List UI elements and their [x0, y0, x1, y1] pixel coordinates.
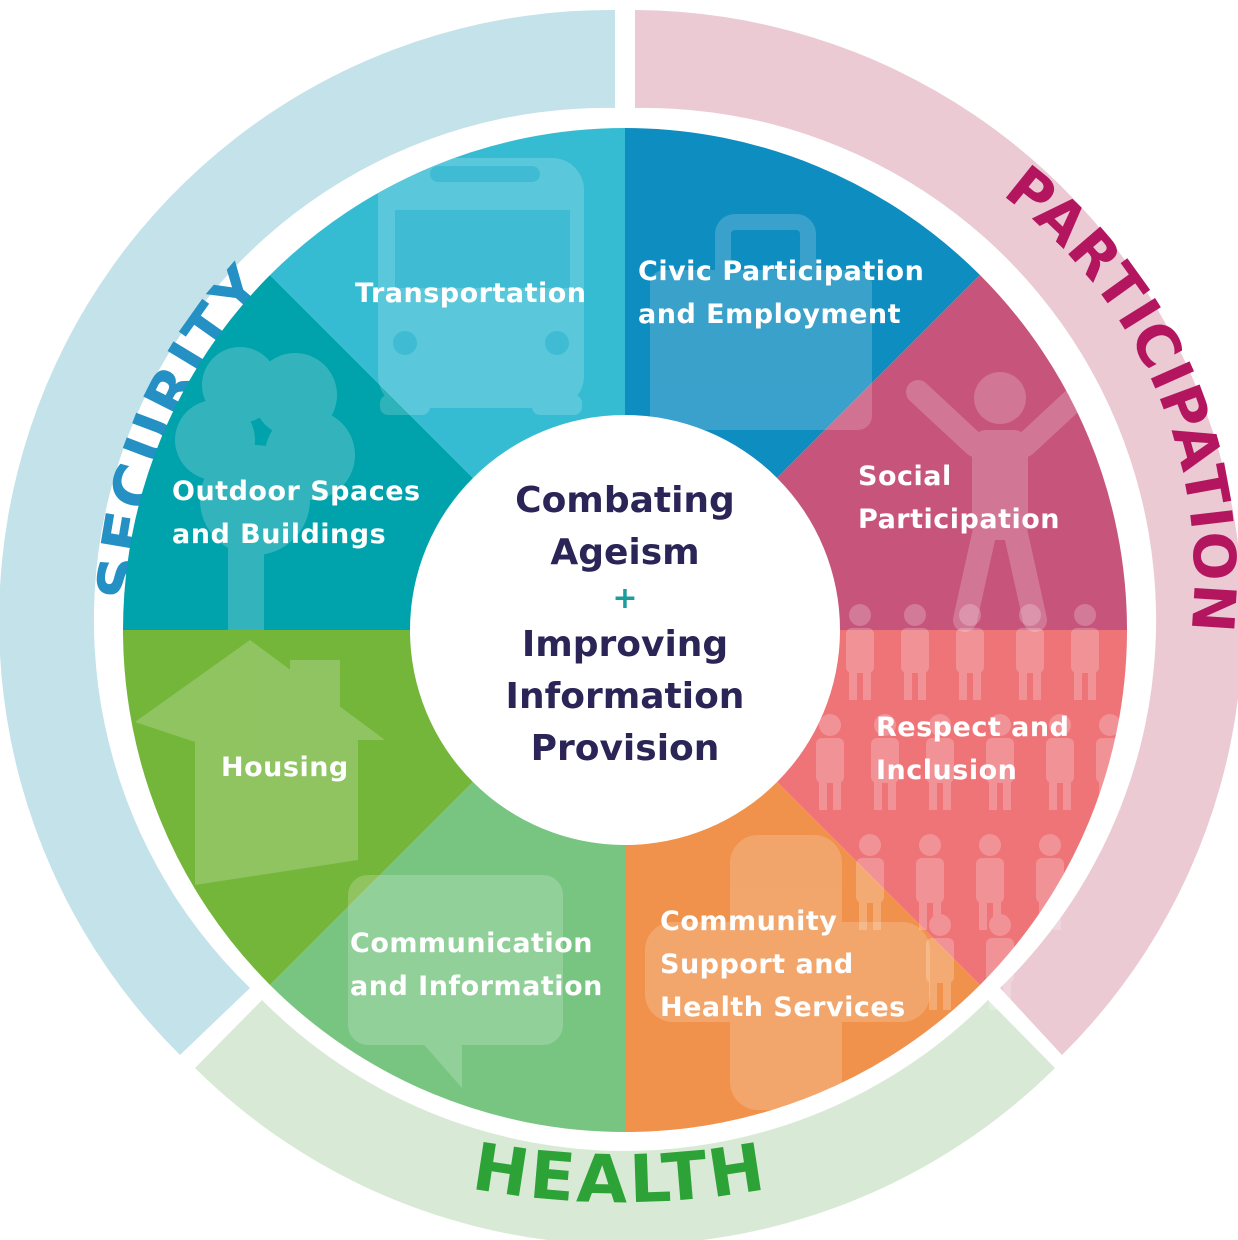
health-label: HEALTH: [468, 1128, 772, 1218]
tree-icon: [175, 347, 355, 630]
outer-ring: [0, 9, 1238, 1240]
people-icon: [816, 604, 1124, 1010]
center-line-4: Information: [505, 676, 745, 717]
participation-band: [635, 10, 1238, 1055]
segment-icons: [135, 158, 1124, 1110]
segment-label-civic-participation: Civic Participation and Employment: [638, 256, 925, 330]
center-line-5: Provision: [530, 728, 720, 769]
health-band: [195, 1000, 1055, 1240]
center-title: Combating Ageism + Improving Information…: [410, 475, 840, 775]
security-band: [0, 9, 615, 1055]
segment-label-social-participation: Social Participation: [858, 461, 1060, 535]
segment-label-outdoor-spaces: Outdoor Spaces and Buildings: [172, 476, 421, 550]
center-plus: +: [612, 581, 638, 616]
segment-label-housing: Housing: [221, 752, 349, 783]
segment-label-transportation: Transportation: [355, 278, 587, 309]
person-icon: [906, 372, 1094, 632]
center-line-3: Improving: [521, 624, 729, 665]
segment-label-community-support: Community Support and Health Services: [660, 906, 906, 1023]
briefcase-icon: [650, 214, 872, 430]
center-circle: [410, 415, 840, 845]
center-line-1: Combating: [515, 480, 735, 521]
house-icon: [135, 640, 385, 885]
center-line-2: Ageism: [550, 532, 700, 573]
medical-cross-icon: [645, 835, 930, 1110]
bus-icon: [378, 158, 584, 415]
segment-label-communication: Communication and Information: [350, 928, 603, 1002]
speech-bubble-icon: [348, 875, 563, 1088]
segment-label-respect-inclusion: Respect and Inclusion: [876, 712, 1070, 786]
